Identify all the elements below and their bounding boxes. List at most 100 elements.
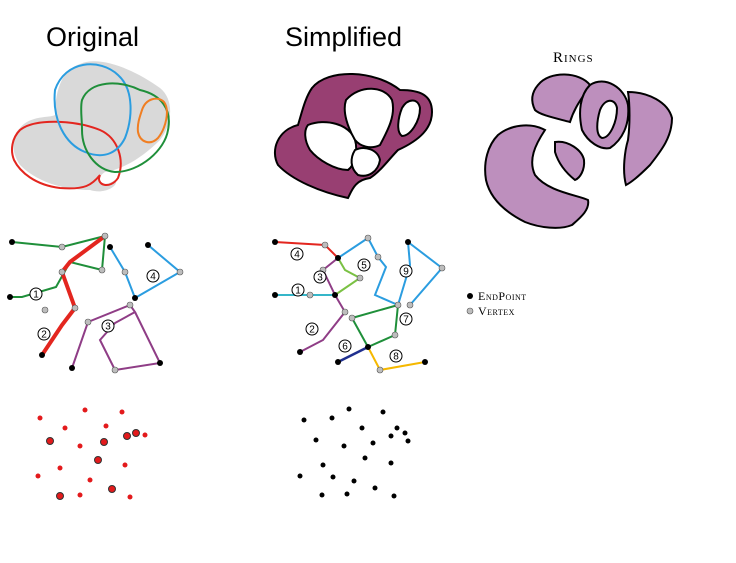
endpoint-dot xyxy=(132,295,138,301)
svg-text:5: 5 xyxy=(361,261,367,272)
vertex-dot xyxy=(98,266,106,274)
simplified-label-7: 7 xyxy=(399,312,413,326)
simplified-line-blue xyxy=(337,236,444,307)
point-red-large xyxy=(100,438,108,446)
svg-text:2: 2 xyxy=(41,330,47,341)
simplified-label-4: 4 xyxy=(290,247,304,261)
point-black xyxy=(346,406,352,412)
simplified-points xyxy=(297,406,411,499)
point-black xyxy=(394,425,400,431)
simplified-label-8: 8 xyxy=(389,349,403,363)
svg-text:4: 4 xyxy=(150,272,156,283)
endpoint-dot xyxy=(157,360,163,366)
simplified-heading: Simplified xyxy=(285,22,402,52)
svg-text:8: 8 xyxy=(393,352,399,363)
svg-text:3: 3 xyxy=(317,273,323,284)
endpoint-dot xyxy=(365,344,371,350)
vertex-dot xyxy=(348,314,356,322)
vertex-dot xyxy=(391,331,399,339)
point-red xyxy=(142,432,148,438)
point-black xyxy=(319,492,325,498)
ring-top-center-hole xyxy=(596,99,619,140)
simplified-hole-2 xyxy=(343,87,394,149)
simplified-line-navy xyxy=(337,345,369,364)
original-line-red xyxy=(40,234,107,357)
original-polygons xyxy=(11,61,171,192)
simplified-hole-1 xyxy=(304,121,358,172)
vertex-dot xyxy=(111,366,119,374)
vertex-dot xyxy=(438,264,446,272)
legend-endpoint-label: EndPoint xyxy=(478,289,527,303)
simplified-label-3: 3 xyxy=(313,270,327,284)
endpoint-dot xyxy=(272,292,278,298)
vertex-dot xyxy=(406,301,414,309)
vertex-dot xyxy=(41,306,49,314)
svg-text:4: 4 xyxy=(294,250,300,261)
point-red xyxy=(103,423,109,429)
simplified-line-green-2 xyxy=(351,317,369,348)
point-black xyxy=(402,430,408,436)
point-red-large xyxy=(108,485,116,493)
rings-heading: Rings xyxy=(553,50,594,66)
point-black xyxy=(388,460,394,466)
legend-vertex-label: Vertex xyxy=(478,304,515,318)
endpoint-dot xyxy=(69,365,75,371)
point-black xyxy=(301,417,307,423)
original-label-1: 1 xyxy=(29,287,43,301)
point-black xyxy=(370,440,376,446)
svg-text:2: 2 xyxy=(309,325,315,336)
point-black xyxy=(341,443,347,449)
svg-text:3: 3 xyxy=(105,322,111,333)
vertex-dot xyxy=(356,274,364,282)
endpoint-dot xyxy=(272,239,278,245)
rings-polygons xyxy=(484,73,674,229)
vertex-dot xyxy=(58,268,66,276)
original-label-3: 3 xyxy=(101,319,115,333)
simplified-label-1: 1 xyxy=(291,283,305,297)
point-red xyxy=(57,465,63,471)
point-black xyxy=(344,491,350,497)
endpoint-dot xyxy=(332,292,338,298)
simplified-label-5: 5 xyxy=(357,258,371,272)
point-red xyxy=(62,425,68,431)
legend: EndPoint Vertex xyxy=(466,289,527,318)
point-black xyxy=(380,409,386,415)
vertex-dot xyxy=(364,234,372,242)
original-orange-ring xyxy=(136,97,168,144)
simplified-line-green xyxy=(351,303,400,348)
endpoint-dot xyxy=(39,352,45,358)
point-black xyxy=(329,415,335,421)
original-blue-ring xyxy=(53,63,132,157)
point-black xyxy=(388,433,394,439)
original-points xyxy=(35,407,148,500)
endpoint-dot xyxy=(335,255,341,261)
vertex-dot xyxy=(394,301,402,309)
simplified-label-9: 9 xyxy=(399,264,413,278)
point-red xyxy=(119,409,125,415)
point-red xyxy=(127,494,133,500)
point-red xyxy=(122,462,128,468)
original-label-2: 2 xyxy=(37,327,51,341)
original-line-blue xyxy=(109,244,182,300)
simplified-polygons xyxy=(273,72,434,200)
ring-right xyxy=(623,90,674,187)
point-red-large xyxy=(56,492,64,500)
point-black xyxy=(405,438,411,444)
vertex-dot xyxy=(84,318,92,326)
simplified-lines: 1 2 3 4 5 6 7 8 9 xyxy=(272,234,446,374)
original-line-green xyxy=(10,234,107,298)
vertex-dot xyxy=(176,268,184,276)
svg-text:7: 7 xyxy=(403,315,409,326)
svg-text:1: 1 xyxy=(295,286,301,297)
point-red-large xyxy=(94,456,102,464)
point-black xyxy=(372,485,378,491)
endpoint-dot xyxy=(297,349,303,355)
svg-text:9: 9 xyxy=(403,267,409,278)
vertex-dot xyxy=(306,291,314,299)
endpoint-dot xyxy=(335,359,341,365)
original-red-ring xyxy=(11,120,122,190)
point-red xyxy=(35,473,41,479)
point-red xyxy=(77,443,83,449)
point-black xyxy=(391,493,397,499)
vertex-dot xyxy=(321,241,329,249)
